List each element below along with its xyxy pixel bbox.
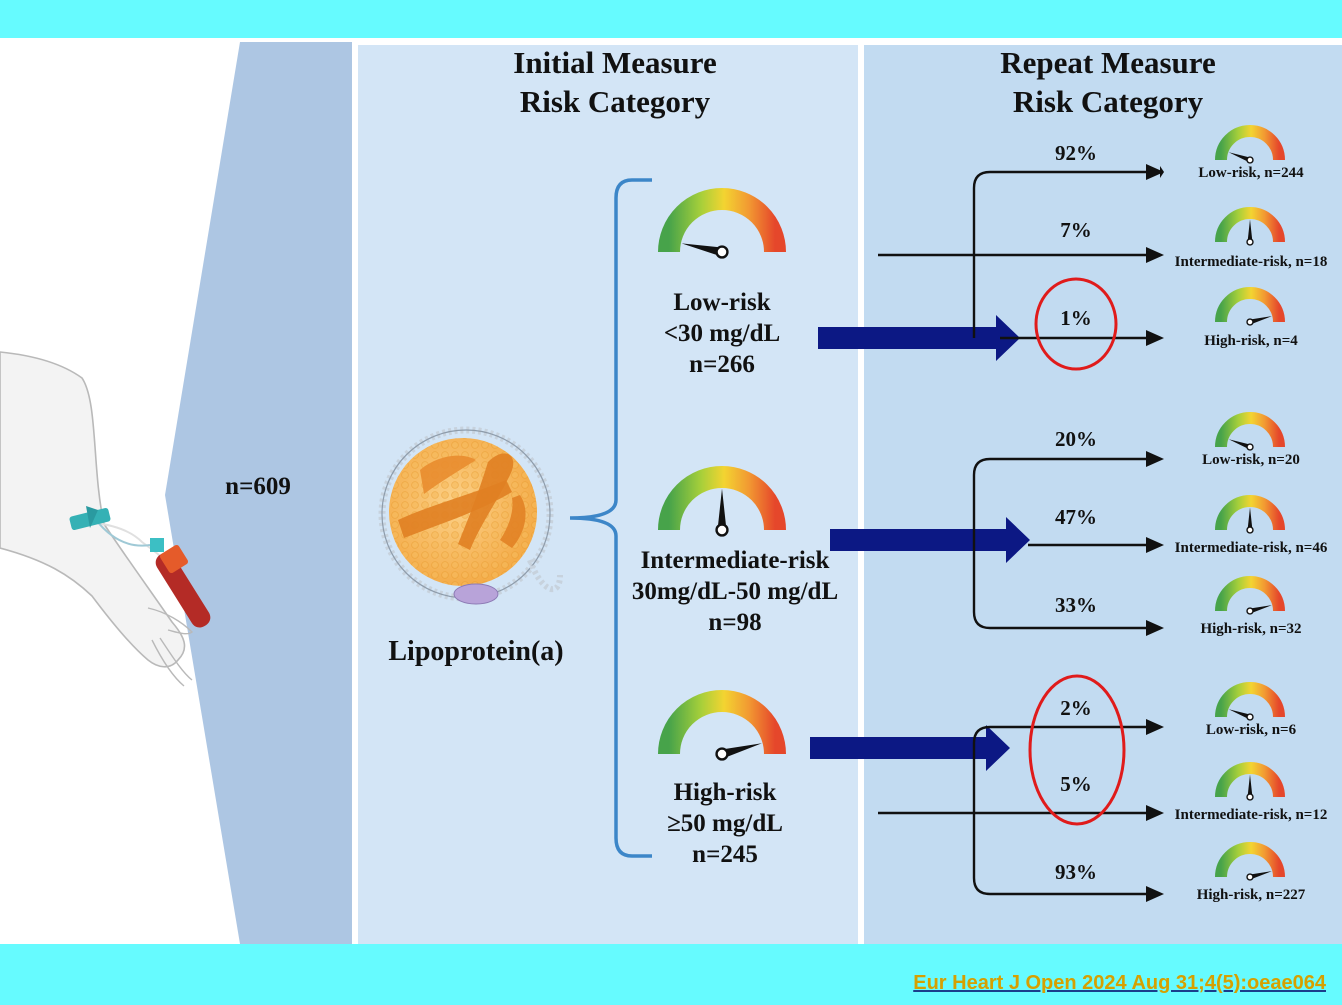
transition-arrow-high <box>810 725 1010 771</box>
funnel-shape <box>165 42 352 944</box>
pct-low-to-low: 92% <box>1055 141 1097 165</box>
top-band <box>0 0 1342 38</box>
blood-draw-icon <box>69 506 211 628</box>
small-gauge-icon <box>1215 207 1285 246</box>
lipoprotein-label: Lipoprotein(a) <box>388 636 563 667</box>
gauge-intermediate-icon <box>658 466 786 537</box>
initial-group-range: ≥50 mg/dL <box>667 810 783 837</box>
pct-intermediate-to-low: 20% <box>1055 427 1097 451</box>
cohort-total: n=609 <box>225 473 291 500</box>
pct-low-to-high: 1% <box>1060 306 1092 330</box>
initial-group-count: n=98 <box>708 609 761 636</box>
branch-lines-high <box>878 725 1156 896</box>
outcome-label: Intermediate-risk, n=46 <box>1175 540 1328 556</box>
repeat-header-line1: Repeat Measure <box>1000 45 1216 80</box>
repeat-panel <box>864 45 1342 944</box>
initial-group-low: Low-risk <30 mg/dL n=266 <box>658 188 786 378</box>
small-gauge-icon <box>1215 762 1285 801</box>
initial-group-count: n=245 <box>692 841 758 868</box>
transition-arrow-low <box>818 315 1020 361</box>
branch-lines-low <box>878 166 1164 340</box>
outcome-label: Intermediate-risk, n=18 <box>1175 254 1328 270</box>
pct-low-to-intermediate: 7% <box>1060 218 1092 242</box>
outcome-label: Low-risk, n=6 <box>1206 722 1297 738</box>
small-gauge-icon <box>1215 842 1285 881</box>
pct-high-to-intermediate: 5% <box>1060 772 1092 796</box>
initial-group-intermediate: Intermediate-risk 30mg/dL-50 mg/dL n=98 <box>632 466 838 636</box>
repeat-header-line2: Risk Category <box>1013 84 1204 119</box>
highlight-circle-low-to-high <box>1034 277 1118 371</box>
highlight-circle-high-downgrades <box>1028 674 1126 826</box>
initial-group-high: High-risk ≥50 mg/dL n=245 <box>658 690 786 868</box>
lipoprotein-particle-icon <box>378 426 563 605</box>
pct-intermediate-to-high: 33% <box>1055 593 1097 617</box>
initial-group-count: n=266 <box>689 351 755 378</box>
outcome-label: Intermediate-risk, n=12 <box>1175 807 1328 823</box>
initial-group-name: High-risk <box>674 779 777 806</box>
small-gauge-icon <box>1215 412 1285 451</box>
outcome-label: Low-risk, n=20 <box>1202 452 1300 468</box>
outcome-label: High-risk, n=227 <box>1197 887 1306 903</box>
pct-high-to-high: 93% <box>1055 860 1097 884</box>
small-gauge-icon <box>1215 495 1285 534</box>
initial-header-line1: Initial Measure <box>513 45 717 80</box>
pct-high-to-low: 2% <box>1060 696 1092 720</box>
branch-arrowheads <box>1146 164 1164 902</box>
initial-group-name: Low-risk <box>673 289 770 316</box>
initial-group-range: <30 mg/dL <box>664 320 780 347</box>
small-gauge-icon <box>1215 682 1285 721</box>
citation-link[interactable]: Eur Heart J Open 2024 Aug 31;4(5):oeae06… <box>913 972 1326 994</box>
outcome-label: High-risk, n=32 <box>1200 621 1301 637</box>
branch-lines-intermediate <box>972 457 1156 630</box>
small-gauge-icon <box>1215 287 1285 326</box>
transition-arrow-intermediate <box>830 517 1030 563</box>
initial-group-range: 30mg/dL-50 mg/dL <box>632 578 838 605</box>
small-gauge-icon <box>1215 125 1285 164</box>
initial-group-name: Intermediate-risk <box>641 547 830 574</box>
pct-intermediate-to-intermediate: 47% <box>1055 505 1097 529</box>
small-gauge-icon <box>1215 576 1285 615</box>
gauge-low-icon <box>658 188 786 259</box>
initial-header-line2: Risk Category <box>520 84 711 119</box>
gauge-high-icon <box>658 690 786 761</box>
bottom-band <box>0 944 1342 1005</box>
outcome-label: Low-risk, n=244 <box>1198 165 1304 181</box>
group-bracket <box>569 178 652 858</box>
outcome-label: High-risk, n=4 <box>1204 333 1298 349</box>
